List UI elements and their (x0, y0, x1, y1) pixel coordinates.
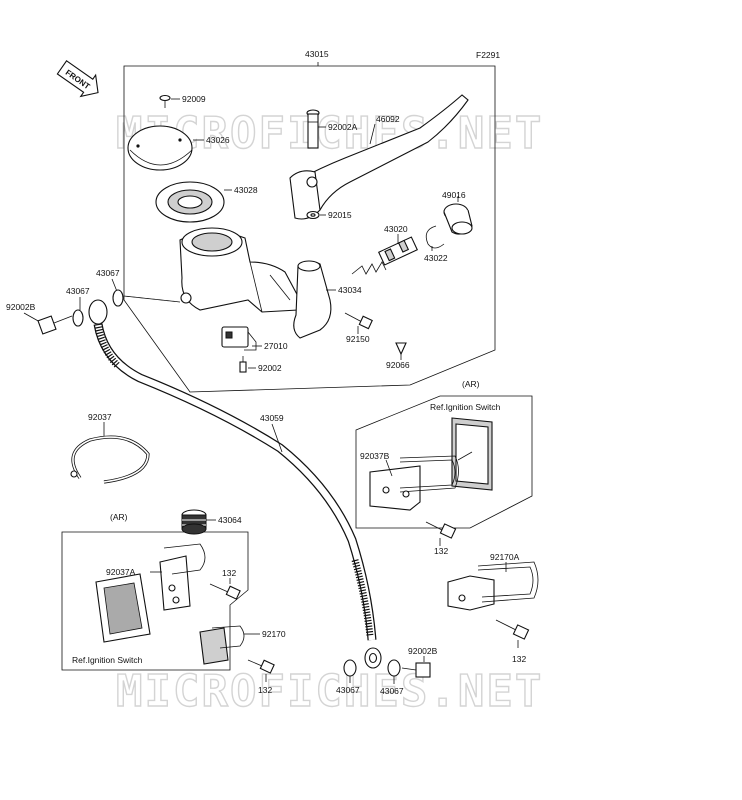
lever-46092 (289, 94, 469, 220)
ar-label-right: (AR) (462, 379, 480, 389)
label-92170A: 92170A (490, 552, 520, 562)
bracket-92170 (199, 625, 245, 665)
watermark-bottom: MICROFICHES.NET (116, 666, 543, 717)
bracket-92170A (447, 561, 539, 611)
bracket-92037B (369, 451, 473, 511)
ar-box-right (355, 395, 533, 529)
label-27010: 27010 (264, 341, 288, 351)
label-43034: 43034 (338, 285, 362, 295)
label-92037: 92037 (88, 412, 112, 422)
clamp-92037 (70, 435, 150, 484)
label-43067-bot-b: 43067 (380, 686, 404, 696)
label-92015: 92015 (328, 210, 352, 220)
ignition-switch-right (451, 417, 493, 491)
ref-label-right: Ref.Ignition Switch (430, 402, 501, 412)
cap-43026 (127, 125, 193, 171)
label-43067-bot-a: 43067 (336, 685, 360, 695)
bracket-92037A (159, 543, 206, 611)
banjo-fitting-top (88, 299, 108, 325)
master-cylinder-body (179, 227, 301, 313)
label-43020: 43020 (384, 224, 408, 234)
label-132-right: 132 (434, 546, 448, 556)
label-92002A: 92002A (328, 122, 358, 132)
figure-code: F2291 (476, 50, 500, 60)
label-92037A: 92037A (106, 567, 136, 577)
label-43067-top-b: 43067 (66, 286, 90, 296)
washer-top-a (112, 289, 124, 307)
ignition-switch-left (95, 573, 151, 643)
label-92002: 92002 (258, 363, 282, 373)
label-43064: 43064 (218, 515, 242, 525)
banjo-bolt-top (37, 315, 73, 335)
label-92150: 92150 (346, 334, 370, 344)
boot-49016 (443, 203, 473, 235)
label-43059: 43059 (260, 413, 284, 423)
banjo-bolt-bottom (401, 662, 431, 678)
bolt-132-left2 (247, 659, 275, 674)
washer-bot-a (343, 659, 357, 677)
label-43028: 43028 (234, 185, 258, 195)
label-132-right2: 132 (512, 654, 526, 664)
cap-92066 (395, 342, 407, 356)
nut-92015 (306, 210, 320, 220)
label-92037B: 92037B (360, 451, 390, 461)
label-92002B-bot: 92002B (408, 646, 438, 656)
bolt-92002A (306, 109, 320, 149)
washer-top-b (72, 309, 84, 327)
assembly-outline (123, 65, 496, 393)
label-43026: 43026 (206, 135, 230, 145)
label-92170: 92170 (262, 629, 286, 639)
ref-label-left: Ref.Ignition Switch (72, 655, 143, 665)
holder-43034 (293, 260, 332, 339)
label-92009: 92009 (182, 94, 206, 104)
label-43015: 43015 (305, 49, 329, 59)
label-49016: 49016 (442, 190, 466, 200)
label-92066: 92066 (386, 360, 410, 370)
label-43022: 43022 (424, 253, 448, 263)
diaphragm-43028 (155, 181, 225, 223)
grommet-43064 (181, 509, 207, 535)
label-132-left2: 132 (258, 685, 272, 695)
ar-box-left (61, 531, 249, 671)
bolt-132-left (209, 583, 241, 600)
switch-27010 (221, 326, 257, 351)
bolt-132-right (425, 521, 457, 539)
label-43067-top-a: 43067 (96, 268, 120, 278)
bolt-92150 (344, 312, 373, 330)
label-92002B-top: 92002B (6, 302, 36, 312)
screw-92009 (159, 94, 171, 108)
bolt-132-right2 (495, 619, 530, 640)
ar-label-left: (AR) (110, 512, 128, 522)
label-46092: 46092 (376, 114, 400, 124)
front-arrow-icon: FRONT (56, 60, 99, 98)
washer-bot-b (387, 659, 401, 677)
label-132-left: 132 (222, 568, 236, 578)
hose-43059 (93, 323, 382, 669)
circlip-43022 (425, 225, 445, 249)
screw-92002 (239, 356, 247, 373)
piston-kit-43020 (351, 236, 419, 275)
